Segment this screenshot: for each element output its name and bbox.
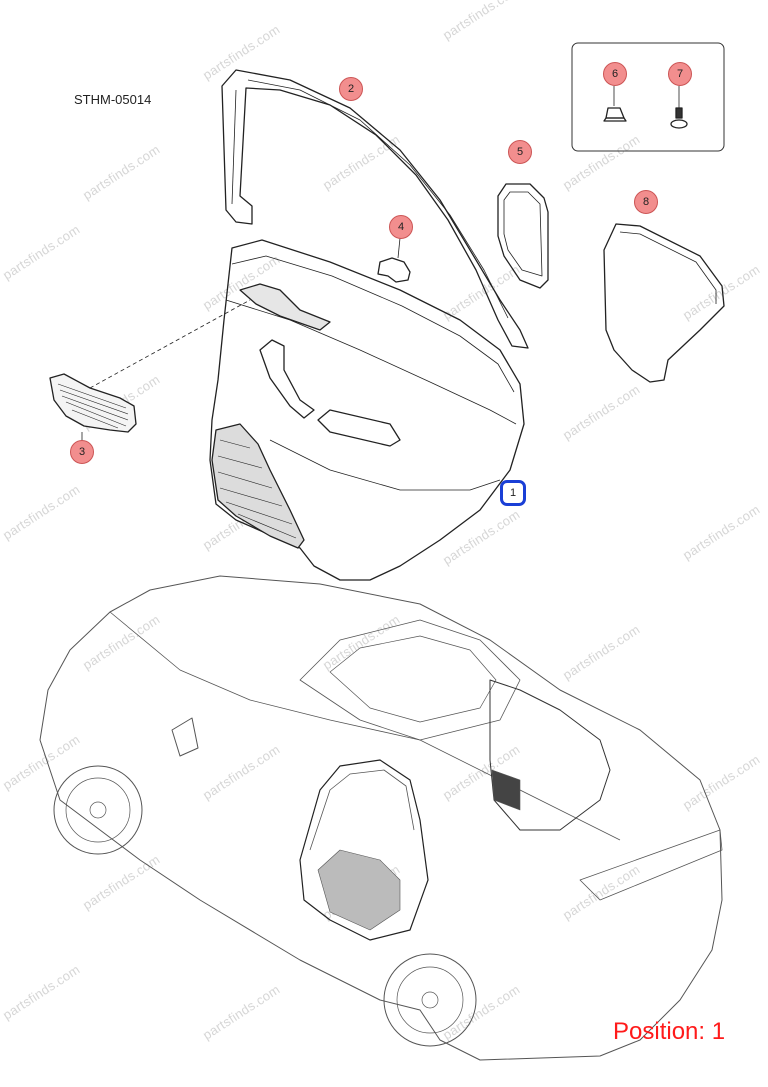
small-panel-part-5 bbox=[497, 183, 549, 289]
callout-3[interactable]: 3 bbox=[70, 440, 94, 464]
position-label: Position: 1 bbox=[613, 1018, 726, 1045]
callout-8[interactable]: 8 bbox=[634, 190, 658, 214]
speaker-grille-part-3 bbox=[49, 299, 251, 444]
clip-part-6 bbox=[603, 86, 627, 122]
vehicle-outline bbox=[39, 575, 723, 1061]
screw-part-7 bbox=[670, 86, 688, 129]
bracket-part-4 bbox=[377, 237, 411, 283]
door-frame-seal-part-2 bbox=[221, 69, 529, 349]
diagram-code: STHM-05014 bbox=[74, 92, 152, 107]
callout-2[interactable]: 2 bbox=[339, 77, 363, 101]
callout-1[interactable]: 1 bbox=[500, 480, 526, 506]
callout-6[interactable]: 6 bbox=[603, 62, 627, 86]
large-panel-part-8 bbox=[603, 223, 725, 383]
callout-4[interactable]: 4 bbox=[389, 215, 413, 239]
callout-7[interactable]: 7 bbox=[668, 62, 692, 86]
fastener-inset-box bbox=[571, 42, 725, 152]
callout-5[interactable]: 5 bbox=[508, 140, 532, 164]
door-trim-panel-part-1 bbox=[209, 239, 525, 581]
